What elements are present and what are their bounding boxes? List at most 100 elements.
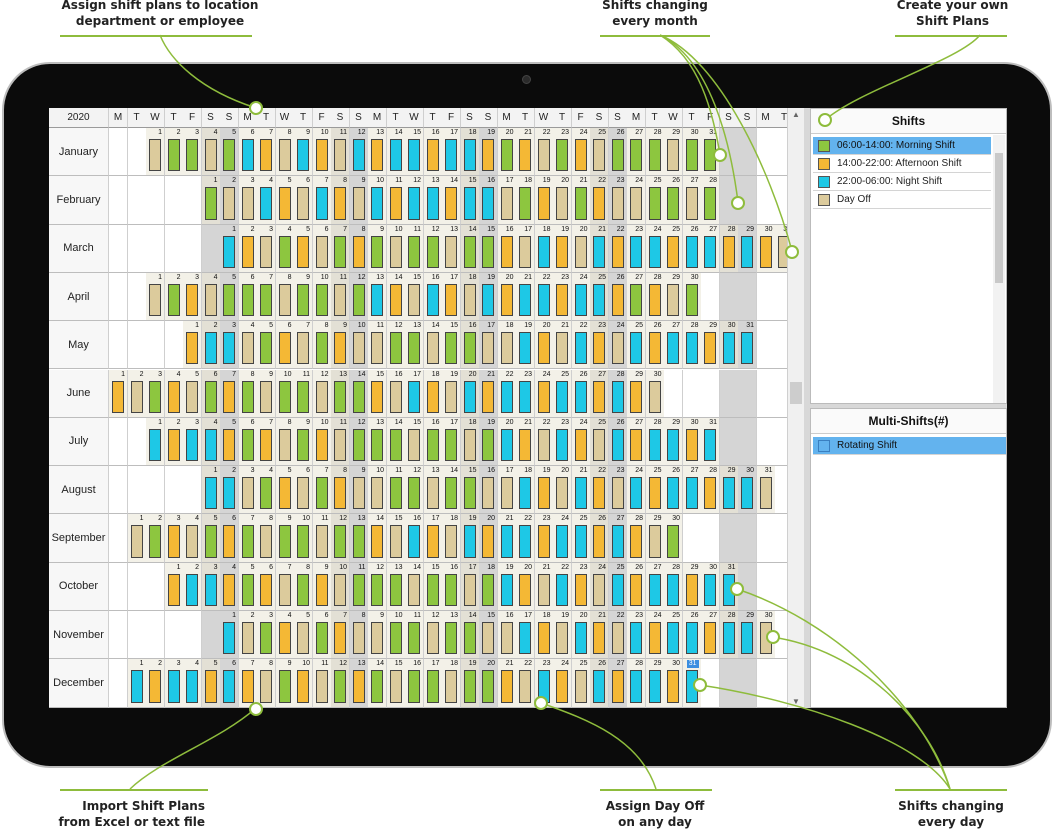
shift-bar[interactable]	[482, 525, 494, 558]
shift-bar[interactable]	[223, 477, 235, 510]
shift-bar[interactable]	[574, 139, 587, 172]
shift-bar[interactable]	[574, 332, 587, 365]
day-cell[interactable]: 26	[608, 417, 628, 467]
day-cell[interactable]: 2	[146, 514, 165, 563]
shift-bar[interactable]	[334, 139, 346, 172]
day-cell[interactable]: 7	[220, 369, 239, 418]
shift-bar[interactable]	[630, 332, 642, 365]
day-cell[interactable]: 10	[312, 417, 332, 467]
day-cell[interactable]: 27	[627, 272, 646, 322]
day-cell[interactable]: 18	[497, 321, 517, 370]
day-cell[interactable]: 5	[220, 417, 239, 467]
shift-bar[interactable]	[204, 283, 217, 317]
shift-bar[interactable]	[482, 235, 494, 268]
shift-bar[interactable]	[278, 573, 291, 606]
day-cell[interactable]: 15	[460, 466, 480, 515]
shift-bar[interactable]	[519, 573, 531, 606]
day-cell[interactable]: 6	[238, 128, 258, 177]
day-cell[interactable]: 8	[238, 369, 258, 418]
day-cell[interactable]: 3	[146, 369, 165, 418]
day-cell[interactable]: 25	[553, 369, 572, 418]
day-cell[interactable]: 10	[312, 272, 332, 322]
day-cell[interactable]: 6	[238, 272, 258, 322]
shift-bar[interactable]	[371, 428, 383, 462]
shift-bar[interactable]	[278, 332, 291, 365]
day-cell[interactable]: 7	[312, 466, 332, 515]
day-cell[interactable]: 30	[719, 321, 739, 370]
shift-bar[interactable]	[278, 428, 291, 462]
shift-bar[interactable]	[482, 380, 494, 413]
shift-bar[interactable]	[223, 139, 235, 172]
shift-bar[interactable]	[445, 283, 457, 317]
shift-bar[interactable]	[241, 235, 254, 268]
shift-bar[interactable]	[519, 477, 531, 510]
shift-bar[interactable]	[315, 235, 328, 268]
shift-bar[interactable]	[352, 139, 365, 172]
day-cell[interactable]: 17	[442, 128, 461, 177]
shift-bar[interactable]	[519, 235, 531, 268]
day-cell[interactable]: 4	[183, 659, 202, 708]
day-cell[interactable]: 6	[312, 224, 332, 273]
shift-bar[interactable]	[223, 428, 235, 462]
day-cell[interactable]: 11	[349, 562, 369, 611]
shift-bar[interactable]	[315, 428, 328, 462]
shift-bar[interactable]	[352, 477, 365, 510]
day-cell[interactable]: 24	[627, 466, 646, 515]
day-cell[interactable]: 4	[238, 321, 258, 370]
shift-bar[interactable]	[537, 477, 550, 510]
shift-bar[interactable]	[648, 670, 661, 703]
day-cell[interactable]: 12	[331, 514, 350, 563]
day-cell[interactable]: 20	[497, 272, 517, 322]
shift-bar[interactable]	[611, 139, 624, 172]
shift-bar[interactable]	[408, 428, 420, 462]
day-cell[interactable]: 22	[534, 417, 554, 467]
day-cell[interactable]: 26	[590, 659, 609, 708]
shift-bar[interactable]	[648, 283, 661, 317]
shift-bar[interactable]	[334, 525, 346, 558]
day-cell[interactable]: 6	[294, 466, 313, 515]
shift-bar[interactable]	[574, 525, 587, 558]
day-cell[interactable]: 13	[368, 417, 387, 467]
shift-bar[interactable]	[537, 428, 550, 462]
day-cell[interactable]: 29	[701, 321, 720, 370]
day-cell[interactable]: 3	[257, 611, 276, 660]
shift-bar[interactable]	[593, 670, 605, 703]
shift-bar[interactable]	[445, 428, 457, 462]
day-cell[interactable]: 14	[460, 224, 480, 273]
day-cell[interactable]: 8	[349, 224, 369, 273]
day-cell[interactable]: 9	[368, 224, 387, 273]
day-cell[interactable]: 31	[738, 321, 757, 370]
shift-bar[interactable]	[260, 187, 272, 220]
day-cell[interactable]: 19	[460, 514, 480, 563]
shift-bar[interactable]	[297, 332, 309, 365]
day-cell[interactable]: 25	[590, 417, 609, 467]
day-cell[interactable]: 23	[627, 611, 646, 660]
day-cell[interactable]: 22	[571, 321, 591, 370]
shift-bar[interactable]	[556, 187, 568, 220]
shift-bar[interactable]	[297, 477, 309, 510]
shift-bar[interactable]	[204, 139, 217, 172]
day-cell[interactable]: 30	[756, 224, 776, 273]
shift-bar[interactable]	[611, 283, 624, 317]
day-cell[interactable]: 18	[516, 176, 535, 225]
shift-bar[interactable]	[611, 187, 624, 220]
day-cell[interactable]: 23	[608, 176, 628, 225]
day-cell[interactable]: 10	[294, 514, 313, 563]
day-cell[interactable]: 25	[645, 466, 665, 515]
shift-bar[interactable]	[500, 477, 513, 510]
day-cell[interactable]: 8	[331, 466, 350, 515]
shift-bar[interactable]	[482, 428, 494, 462]
shift-bar[interactable]	[574, 670, 587, 703]
day-cell[interactable]: 28	[719, 224, 739, 273]
shift-bar[interactable]	[260, 477, 272, 510]
day-cell[interactable]: 1	[146, 417, 165, 467]
day-cell[interactable]: 25	[645, 176, 665, 225]
shift-bar[interactable]	[241, 573, 254, 606]
day-cell[interactable]: 3	[238, 176, 258, 225]
shift-bar[interactable]	[297, 670, 309, 703]
shift-list-item[interactable]: 14:00-22:00: Afternoon Shift	[813, 155, 991, 173]
shift-bar[interactable]	[334, 380, 346, 413]
shift-bar[interactable]	[648, 380, 661, 413]
shift-bar[interactable]	[241, 187, 254, 220]
shift-bar[interactable]	[574, 428, 587, 462]
